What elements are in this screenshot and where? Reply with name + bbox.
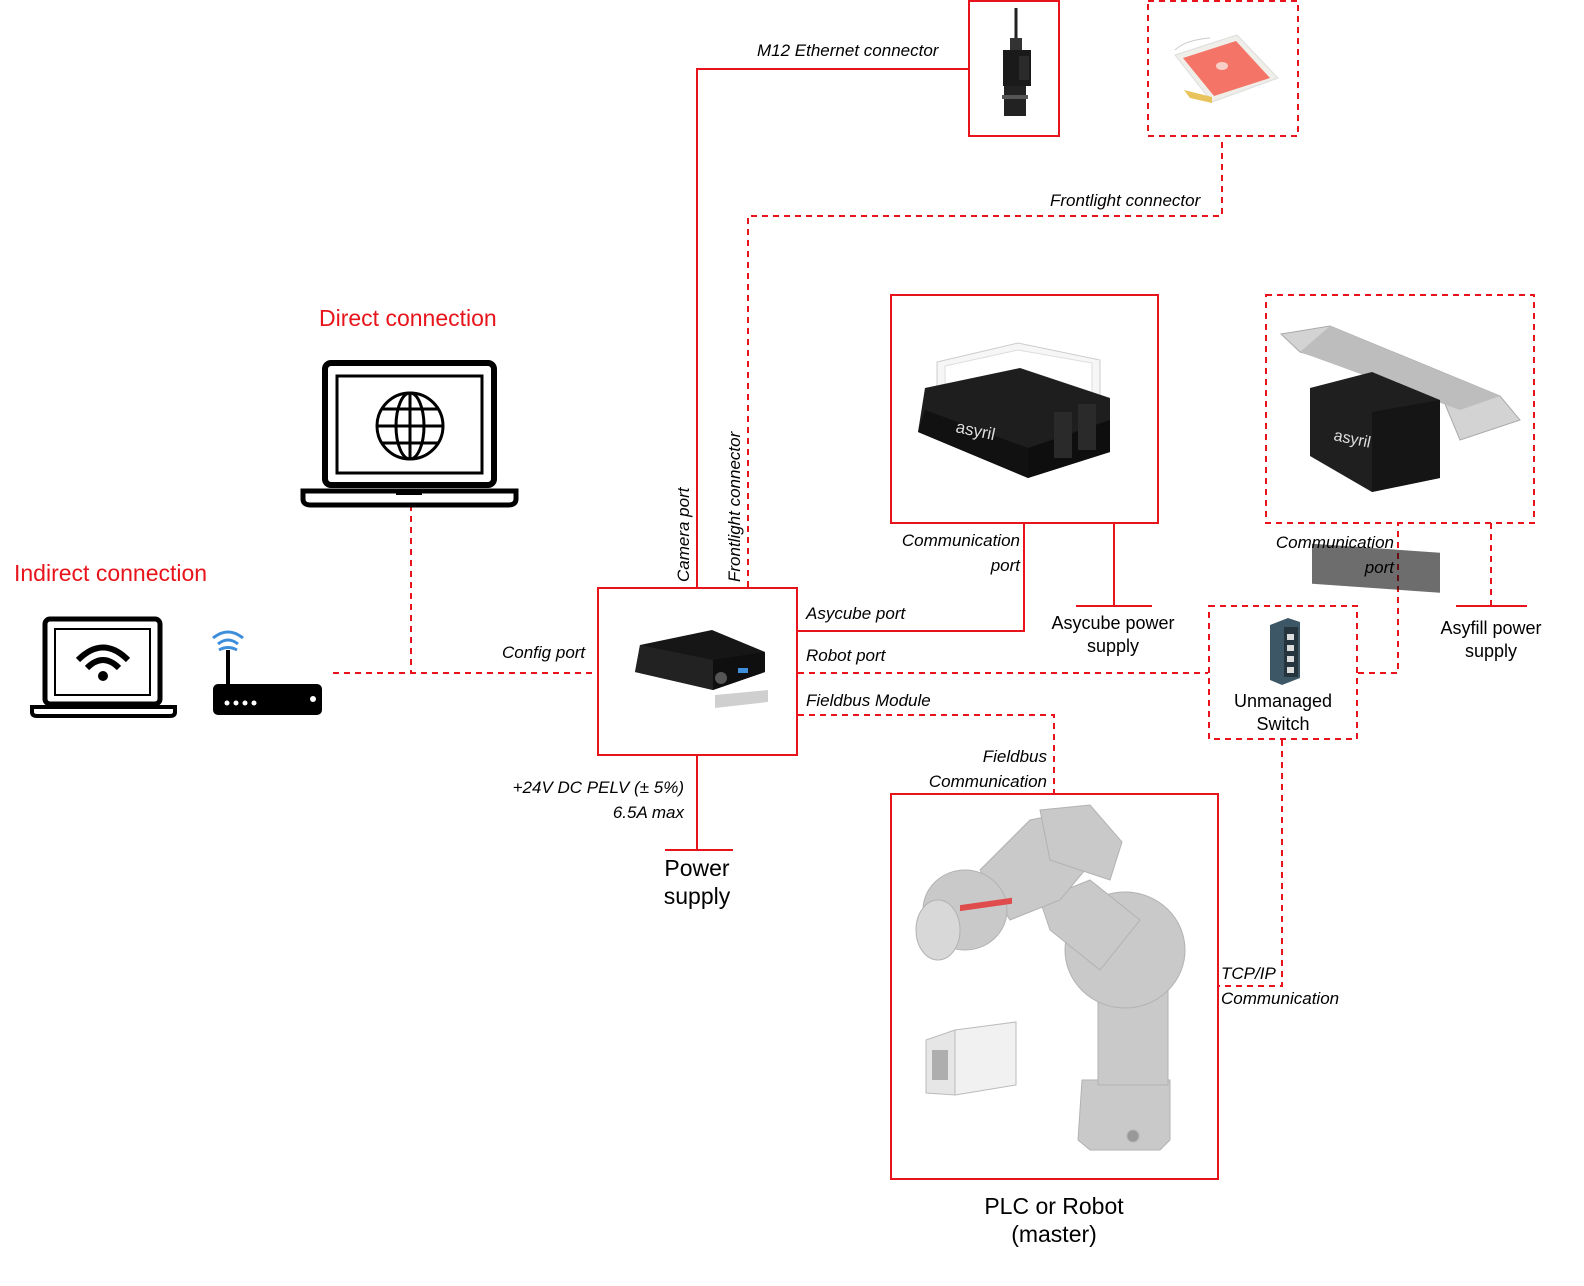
asyfill-comm-port-line2: port bbox=[1364, 558, 1394, 577]
asyfill-comm-port-line1: Communication bbox=[1275, 533, 1394, 552]
plc-box bbox=[890, 793, 1219, 1180]
asycube-box bbox=[890, 294, 1159, 524]
asyfill-power-label: Asyfill power supply bbox=[1416, 617, 1566, 663]
controller-box bbox=[597, 587, 798, 756]
switch-label: Unmanaged Switch bbox=[1209, 690, 1357, 736]
laptop-globe-icon bbox=[300, 360, 519, 508]
switch-icon bbox=[1270, 618, 1300, 685]
switch-box bbox=[1208, 605, 1358, 740]
robot-icon bbox=[915, 804, 1186, 1151]
asycube-power-line1: Asycube power bbox=[1051, 613, 1175, 633]
plc-label: PLC or Robot (master) bbox=[954, 1192, 1154, 1248]
switch-line1: Unmanaged bbox=[1233, 691, 1333, 711]
asyfill-power-line1: Asyfill power bbox=[1440, 618, 1542, 638]
plc-icon bbox=[925, 897, 1017, 1096]
asycube-port-label: Asycube port bbox=[806, 604, 906, 623]
asycube-power-line2: supply bbox=[1086, 636, 1140, 656]
asycube-comm-port-line2: port bbox=[990, 556, 1020, 575]
tcpip-line2: Communication bbox=[1221, 989, 1340, 1008]
indirect-connection-title: Indirect connection bbox=[14, 560, 208, 586]
asycube-comm-wire bbox=[798, 523, 1025, 632]
power-supply-line1: Power bbox=[664, 855, 730, 881]
frontlight-connector-label: Frontlight connector bbox=[1050, 191, 1201, 210]
power-spec-line1: +24V DC PELV (± 5%) bbox=[512, 778, 684, 797]
tcpip-line1: TCP/IP bbox=[1221, 964, 1276, 983]
plc-line1: PLC or Robot bbox=[984, 1193, 1124, 1219]
tcpip-wire bbox=[1219, 740, 1283, 987]
config-port-label: Config port bbox=[502, 643, 586, 662]
asyfill-comm-wire bbox=[1358, 523, 1399, 674]
fieldbus-wire bbox=[798, 714, 1055, 794]
frontlight-wire bbox=[747, 137, 1223, 587]
camera-box bbox=[968, 0, 1060, 137]
asycube-icon: asyril bbox=[918, 342, 1110, 478]
switch-line2: Switch bbox=[1256, 714, 1310, 734]
fieldbus-module-label: Fieldbus Module bbox=[806, 691, 931, 710]
power-spec-line2: 6.5A max bbox=[612, 803, 684, 822]
laptop-wifi-icon bbox=[30, 616, 177, 718]
frontlight-icon bbox=[1174, 34, 1279, 103]
camera-icon bbox=[1002, 8, 1031, 116]
fieldbus-comm-line1: Fieldbus bbox=[982, 747, 1047, 766]
camera-port-label: Camera port bbox=[674, 487, 693, 582]
asycube-power-label: Asycube power supply bbox=[1038, 612, 1188, 658]
frontlight-connector-vertical-label: Frontlight connector bbox=[725, 431, 744, 582]
asyfill-box bbox=[1265, 294, 1535, 524]
controller-icon bbox=[635, 630, 768, 708]
direct-connection-title: Direct connection bbox=[319, 305, 497, 331]
camera-wire bbox=[696, 68, 969, 587]
fieldbus-comm-line2: Communication bbox=[928, 772, 1047, 791]
asyfill-power-line2: supply bbox=[1464, 641, 1518, 661]
m12-label: M12 Ethernet connector bbox=[757, 41, 939, 60]
power-supply-label: Power supply bbox=[637, 854, 757, 910]
asycube-comm-port-line1: Communication bbox=[901, 531, 1020, 550]
robot-port-label: Robot port bbox=[806, 646, 886, 665]
plc-line2: (master) bbox=[1011, 1221, 1097, 1247]
power-supply-line2: supply bbox=[663, 883, 731, 909]
router-icon bbox=[212, 630, 322, 715]
asyfill-icon: asyril bbox=[1279, 325, 1521, 593]
